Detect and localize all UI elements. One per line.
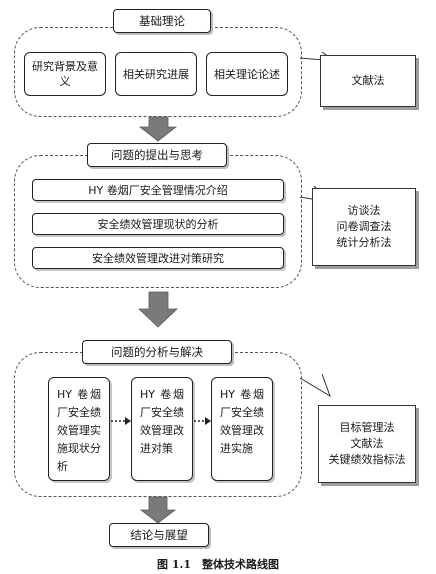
section3-method-line-1: 目标管理法 <box>339 421 395 434</box>
section2-item-intro: HY 卷烟厂安全管理情况介绍 <box>32 179 284 201</box>
section3-method-note: 目标管理法 文献法 关键绩效指标法 <box>318 405 416 483</box>
section3-title: 问题的分析与解决 <box>82 340 232 364</box>
figure-caption: 图 1.1 整体技术路线图 <box>157 558 279 571</box>
section2-item-improve: 安全绩效管理改进对策研究 <box>32 247 284 269</box>
section2-item-status: 安全绩效管理现状的分析 <box>32 213 284 235</box>
section1-item-background: 研究背景及意义 <box>24 52 106 96</box>
section1-title: 基础理论 <box>113 9 211 33</box>
section1-method-line: 文献法 <box>351 74 385 87</box>
section2-method-note: 访谈法 问卷调查法 统计分析法 <box>312 188 416 266</box>
section1-item-theory: 相关理论论述 <box>206 52 288 96</box>
section2-method-line-1: 访谈法 <box>347 204 381 217</box>
section2-method-line-3: 统计分析法 <box>336 236 392 249</box>
section3-method-line-3: 关键绩效指标法 <box>328 453 406 466</box>
section3-method-line-2: 文献法 <box>350 437 384 450</box>
section3-item-strategy: HY 卷烟厂安全绩效管理改进对策 <box>131 377 193 481</box>
section3-item-implement: HY 卷烟厂安全绩效管理改进实施 <box>211 377 273 481</box>
section2-method-line-2: 问卷调查法 <box>336 220 392 233</box>
section2-title: 问题的提出与思考 <box>87 143 227 167</box>
conclusion-box: 结论与展望 <box>109 523 209 547</box>
section1-item-progress: 相关研究进展 <box>115 52 197 96</box>
section3-item-current: HY 卷烟厂安全绩效管理实施现状分析 <box>48 377 110 481</box>
section1-method-note: 文献法 <box>320 55 416 107</box>
